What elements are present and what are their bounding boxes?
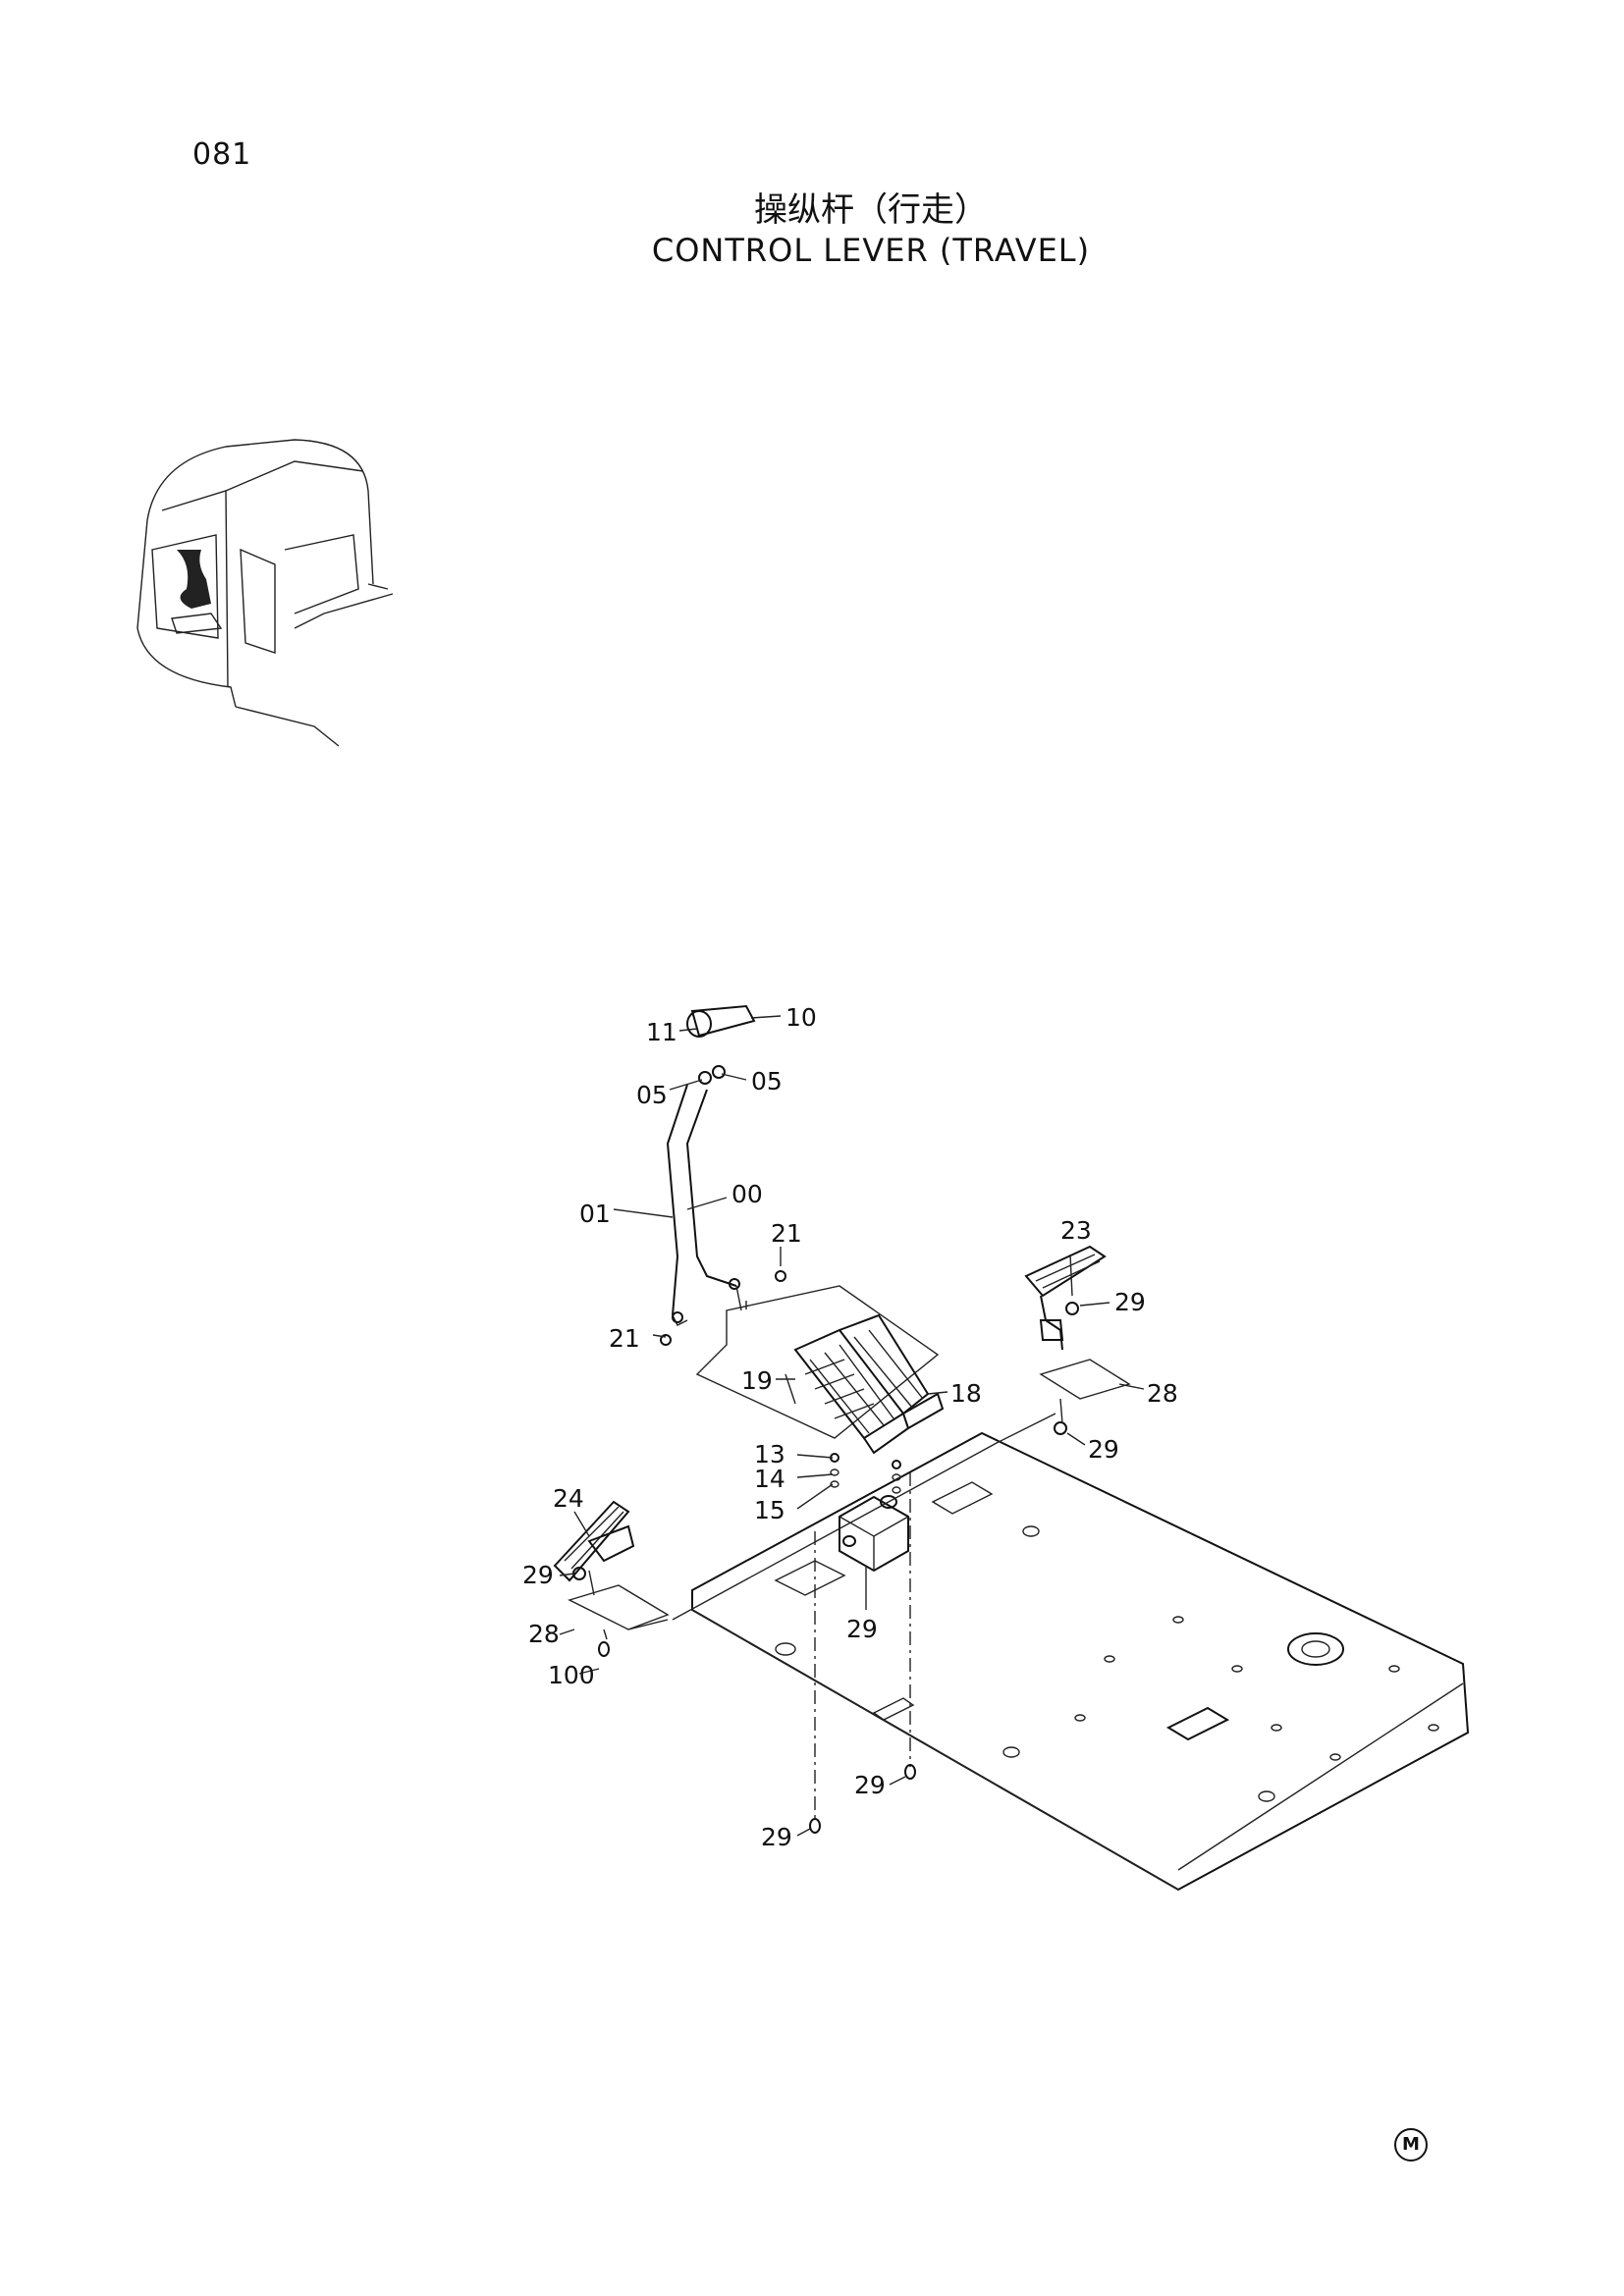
cab-location-illustration: [136, 439, 394, 747]
callout-23: 23: [1060, 1216, 1092, 1245]
callout-11: 11: [646, 1018, 677, 1046]
callout-29-left-upper: 29: [522, 1561, 554, 1589]
callout-29-right-upper: 29: [1114, 1288, 1146, 1316]
callout-01: 01: [579, 1200, 611, 1228]
floor-plate: [691, 1431, 1470, 1892]
callout-leaders: [559, 1015, 1145, 1837]
assembly-lines: [603, 1270, 1063, 1834]
callout-21-upper: 21: [771, 1219, 802, 1248]
callout-29-left-lower: 100: [548, 1661, 595, 1689]
callout-14: 14: [754, 1465, 785, 1493]
callout-29-bottom: 29: [761, 1823, 792, 1851]
callout-15: 15: [754, 1496, 785, 1524]
callout-21-lower: 21: [609, 1324, 640, 1353]
callout-05-right: 05: [751, 1067, 783, 1095]
callout-labels: 11 10 05 05 01 00 21 21 19 18 23 29 28 2…: [522, 1003, 1178, 1851]
callout-10: 10: [785, 1003, 817, 1032]
callout-28-left: 28: [528, 1620, 560, 1648]
callout-19: 19: [741, 1366, 773, 1395]
callout-100: 29: [846, 1615, 878, 1643]
travel-lever-assembly: [666, 1004, 756, 1326]
callout-28-right: 28: [1147, 1379, 1178, 1408]
manufacturer-mark-icon: M: [1394, 2128, 1428, 2162]
pedal-plate: [695, 1285, 940, 1439]
callout-29-center: 29: [854, 1771, 886, 1799]
callout-29-right-lower: 29: [1088, 1435, 1119, 1464]
page-number: 081: [192, 137, 252, 172]
callout-18: 18: [950, 1379, 982, 1408]
attachment-pedal-right: [1024, 1245, 1131, 1435]
travel-pedals: [785, 1313, 945, 1455]
callout-13: 13: [754, 1440, 785, 1468]
callout-24: 24: [553, 1484, 584, 1513]
callout-00: 00: [731, 1180, 763, 1208]
title-english: CONTROL LEVER (TRAVEL): [651, 232, 1091, 269]
attachment-pedal-left: [553, 1500, 670, 1657]
callout-05-left: 05: [636, 1081, 668, 1109]
pilot-valve: [830, 1453, 909, 1573]
title-chinese: 操纵杆（行走）: [754, 190, 988, 230]
